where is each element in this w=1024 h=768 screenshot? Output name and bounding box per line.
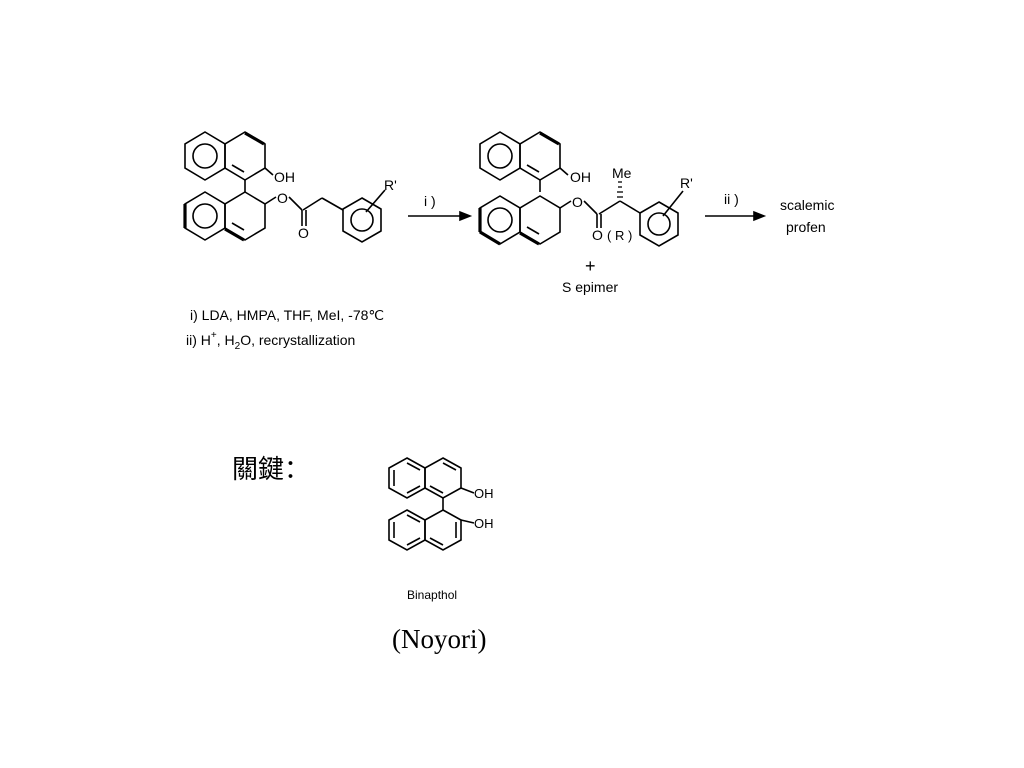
product-config-label: ( R ) <box>607 228 632 243</box>
key-label: 關鍵： <box>232 455 310 485</box>
plus-sign: + <box>585 256 596 276</box>
step-ii-label: ii ) <box>724 191 739 207</box>
reactant-r-group: R' <box>384 177 397 193</box>
epimer-label: S epimer <box>562 279 618 295</box>
conditions-ii-mid: , H <box>217 332 235 348</box>
noyori-attribution: (Noyori) <box>392 624 486 654</box>
conditions-step-i: i) LDA, HMPA, THF, MeI, -78℃ <box>190 307 384 323</box>
conditions-ii-pre: ii) H <box>186 332 211 348</box>
reactant-ester-o: O <box>277 190 288 206</box>
step-ii-arrow: ii ) <box>705 191 767 222</box>
conditions-ii-post: O, recrystallization <box>240 332 355 348</box>
product-carbonyl-o: O <box>592 227 603 243</box>
product-r-group: R' <box>680 175 693 191</box>
final-product-line1: scalemic <box>780 197 834 213</box>
conditions-step-ii: ii) H+, H2O, recrystallization <box>186 330 355 352</box>
product-oh-label: OH <box>570 169 591 185</box>
binapthol-name: Binapthol <box>407 588 457 602</box>
final-product-line2: profen <box>786 219 826 235</box>
step-i-label: i ) <box>424 193 436 209</box>
reactant-oh-label: OH <box>274 169 295 185</box>
reactant-carbonyl-o: O <box>298 225 309 241</box>
product-structure: OH O O ( R ) Me R' <box>478 131 693 247</box>
reactant-structure: OH O O R' <box>183 131 397 243</box>
conditions-ii-sup: + <box>211 330 217 341</box>
binapthol-structure: OH OH <box>388 457 494 551</box>
binapthol-oh-bottom: OH <box>474 516 494 531</box>
product-me-label: Me <box>612 165 632 181</box>
product-ester-o: O <box>572 194 583 210</box>
binapthol-oh-top: OH <box>474 486 494 501</box>
step-i-arrow: i ) <box>408 193 473 222</box>
conditions-ii-sub: 2 <box>235 341 241 352</box>
